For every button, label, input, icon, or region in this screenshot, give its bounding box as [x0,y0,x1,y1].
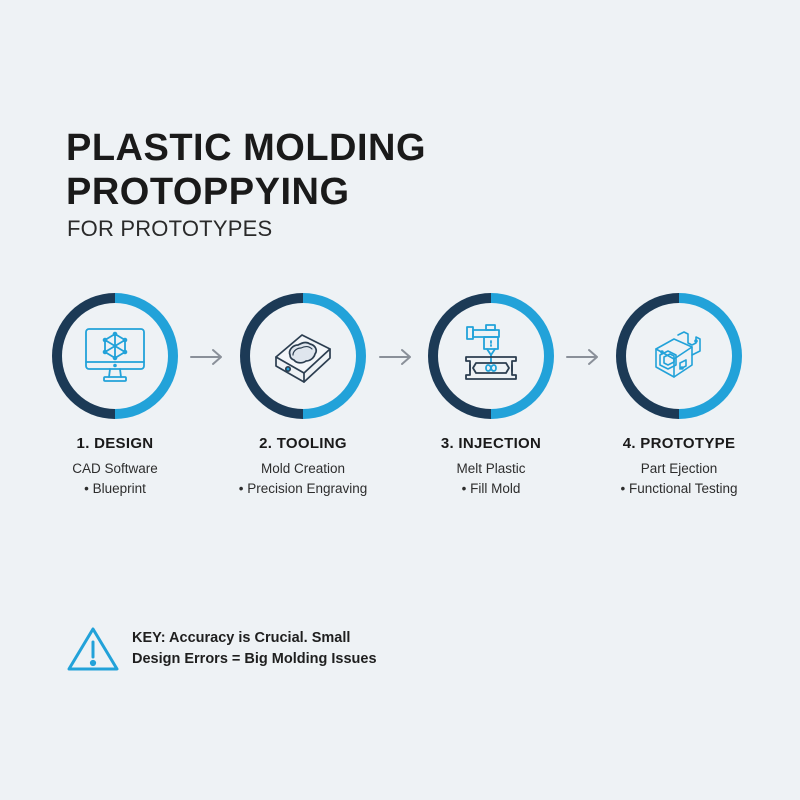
step-detail: Mold Creation [260,461,346,476]
key-line-1: KEY: Accuracy is Crucial. Small [132,630,351,646]
step-detail: • Blueprint [84,481,146,496]
prototype-part-icon [655,331,701,378]
key-text: KEY: Accuracy is Crucial. Small Design E… [132,628,377,670]
step-detail: • Fill Mold [461,481,521,496]
computer-monitor-cube-icon [85,328,145,382]
progress-ring [52,293,178,419]
step-design: 1. DESIGN CAD Software • Blueprint [25,293,205,499]
right-arrow-icon [566,349,598,365]
progress-ring [616,293,742,419]
title-line-1: PLASTIC MOLDING [66,127,427,169]
step-tooling: 2. TOOLING Mold Creation • Precision Eng… [213,293,393,499]
key-line-2: Design Errors = Big Molding Issues [132,651,377,667]
step-detail: Part Ejection [640,461,718,476]
right-arrow-icon [190,349,222,365]
step-detail: Melt Plastic [456,461,526,476]
step-injection: 3. INJECTION Melt Plastic • Fill Mold [401,293,581,499]
step-title: 3. INJECTION [440,435,542,452]
injection-nozzle-icon [465,324,517,380]
step-detail: CAD Software [72,461,158,476]
mold-block-icon [275,334,331,383]
progress-ring [240,293,366,419]
progress-ring [428,293,554,419]
page-title: PLASTIC MOLDING PROTOPPYING [66,126,426,214]
page-subtitle: FOR PROTOTYPES [67,216,273,241]
title-line-2: PROTOPPYING [66,171,350,213]
step-title: 2. TOOLING [259,435,347,452]
step-detail: • Precision Engraving [238,481,368,496]
step-prototype: 4. PROTOTYPE Part Ejection • Functional … [589,293,769,499]
warning-triangle-icon [67,627,119,671]
step-title: 1. DESIGN [76,435,154,452]
key-note: KEY: Accuracy is Crucial. Small Design E… [66,626,377,672]
step-title: 4. PROTOTYPE [622,435,736,452]
step-detail: • Functional Testing [620,481,738,496]
right-arrow-icon [379,349,411,365]
